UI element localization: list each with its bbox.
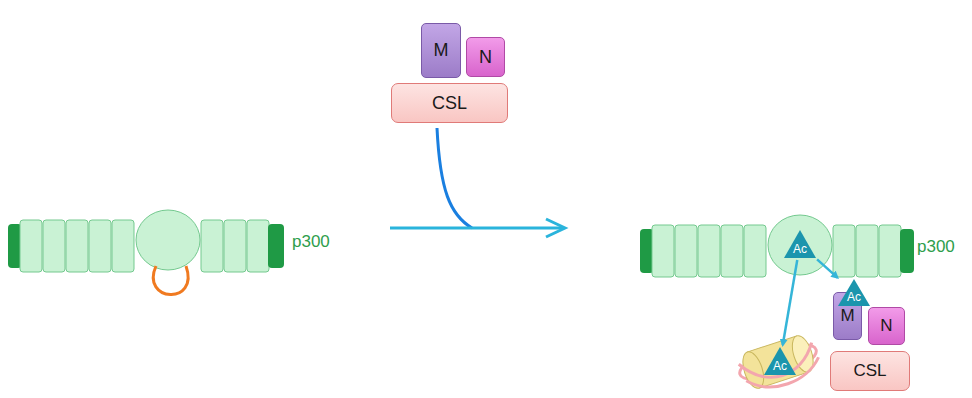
node-text: Ac [793,242,807,256]
node-text: Ac [847,290,861,304]
node-text: CSL [853,361,886,381]
acetyl-mark: Ac [838,279,870,306]
node-text: M [434,40,449,61]
acetyl-mark: Ac [784,230,816,258]
acetylation-arrow [817,259,837,277]
protein-box: M [421,23,461,78]
node-text: Ac [773,359,787,373]
protein-box: CSL [830,351,910,391]
node-text: N [479,47,492,68]
node-text: CSL [432,93,467,114]
protein-box: CSL [391,83,508,123]
protein-label: p300 [292,232,330,252]
node-text: M [840,306,854,326]
p300-protein [640,215,914,277]
node-text: N [880,316,892,336]
protein-box: N [868,307,905,345]
reaction-arrow [390,128,565,237]
protein-label: p300 [917,237,955,257]
acetylation-arrow [783,260,798,345]
p300-protein [8,210,284,295]
acetyl-mark: Ac [764,347,796,375]
protein-box: N [466,37,505,77]
nucleosome [734,332,823,397]
